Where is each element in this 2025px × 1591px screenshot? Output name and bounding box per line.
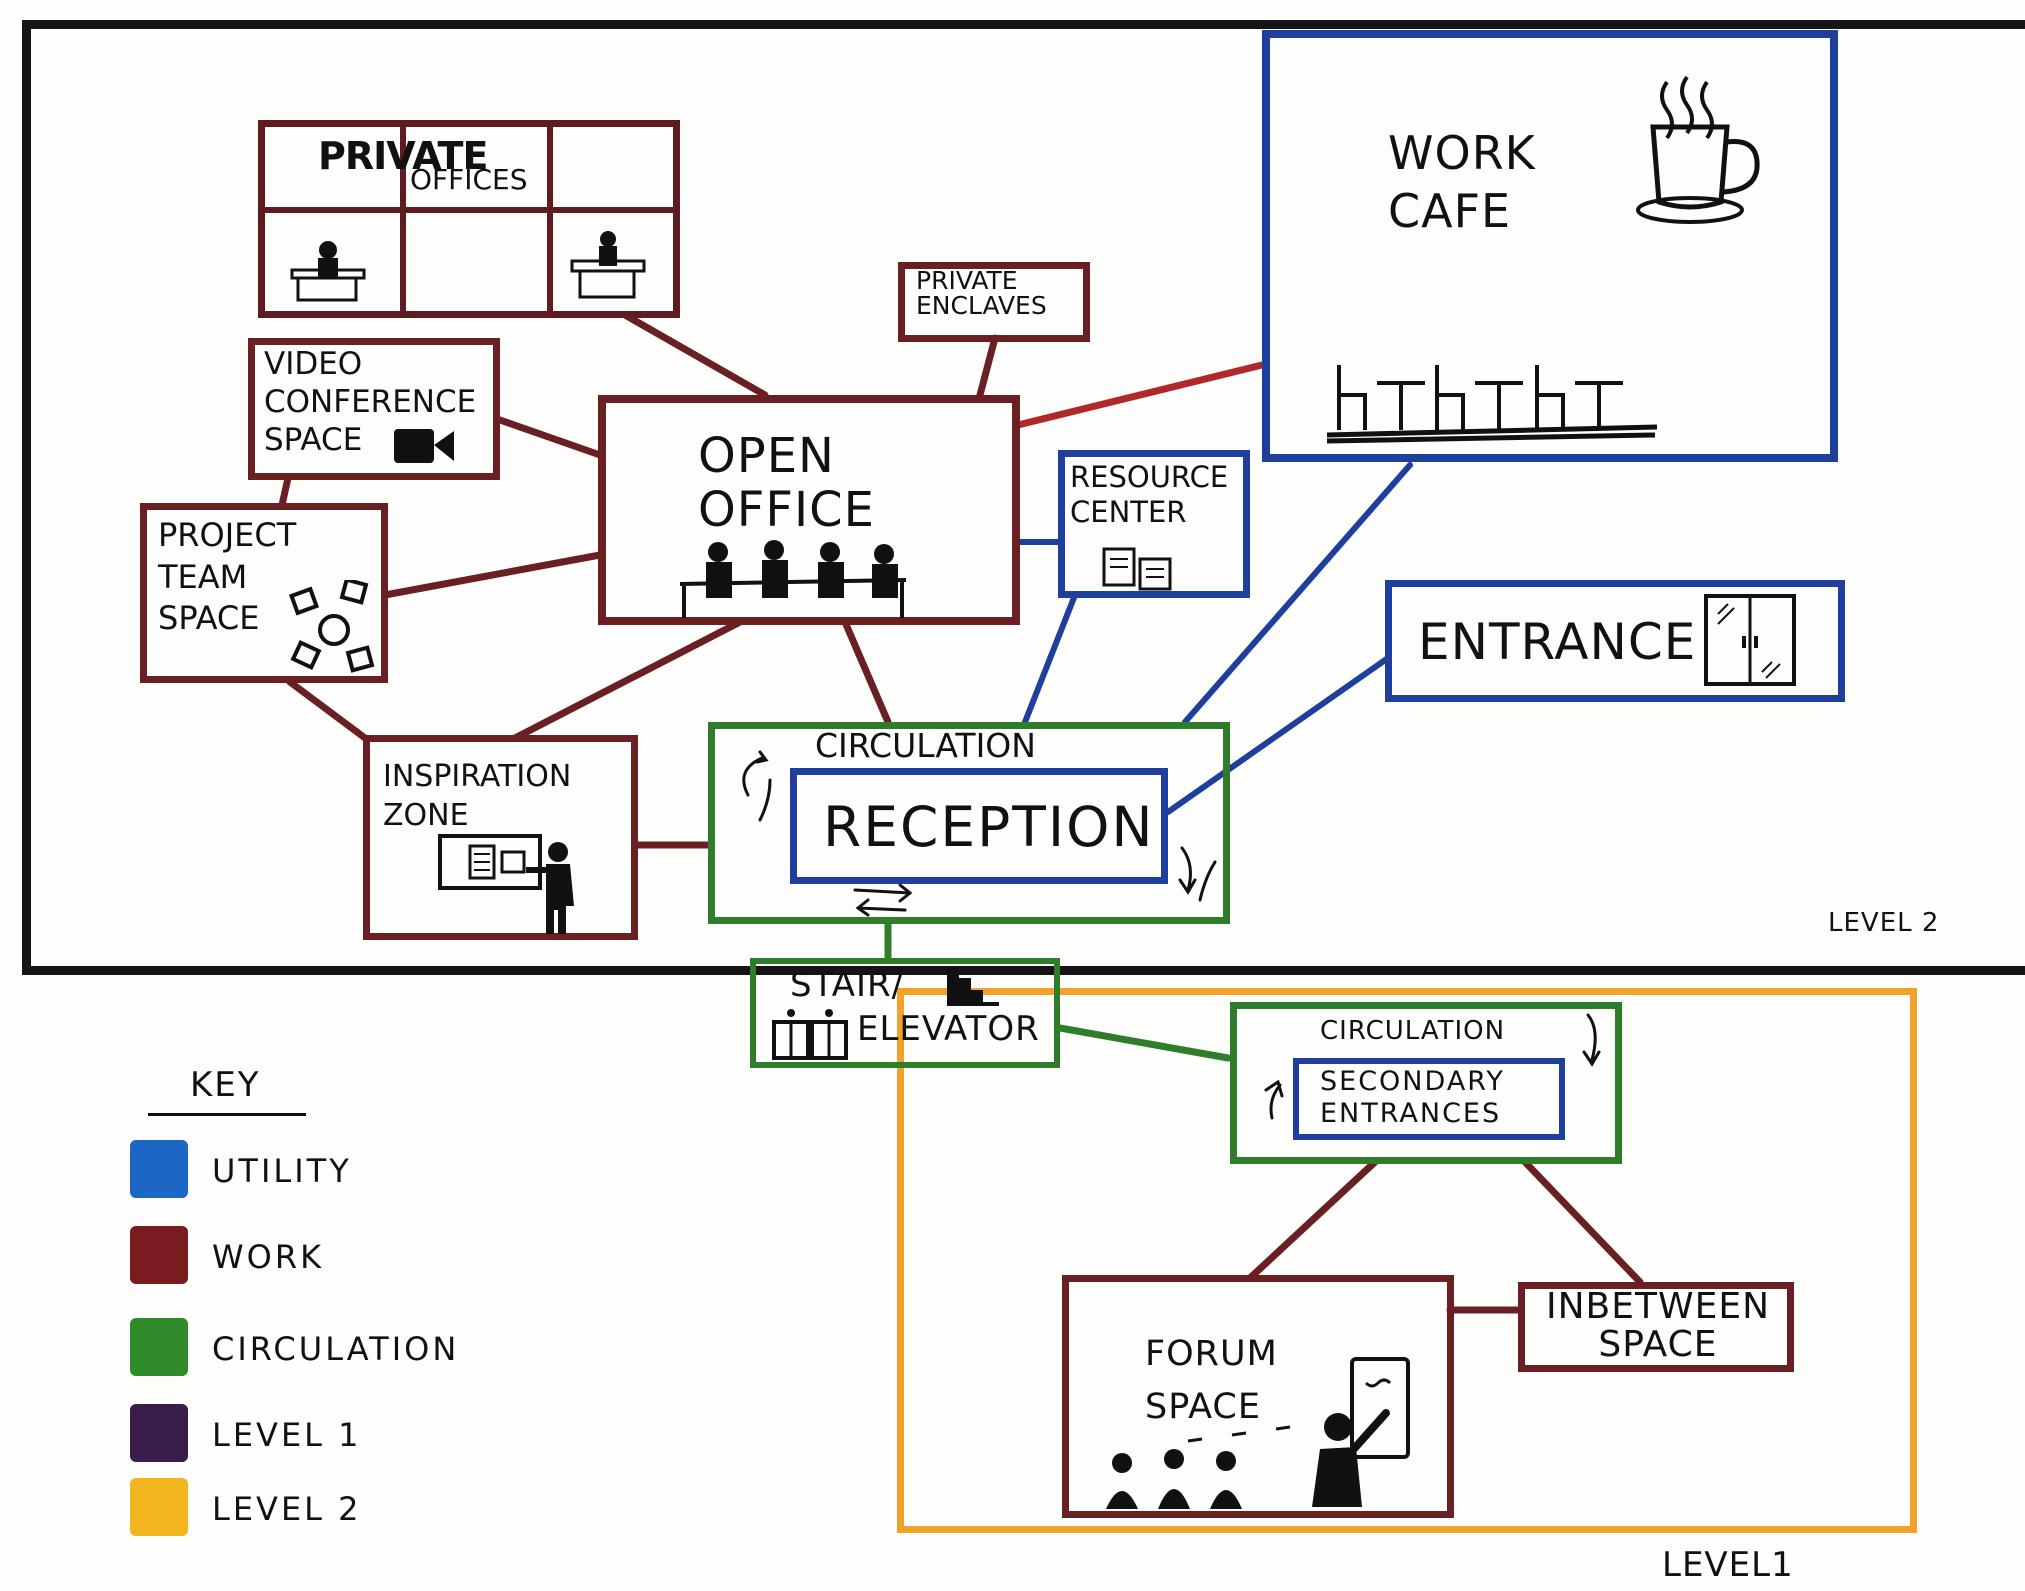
resource-center [1058, 450, 1250, 598]
circulation-swatch [130, 1318, 188, 1376]
circulation-arrow-icon [1582, 1013, 1601, 1067]
reception [790, 768, 1168, 884]
elevator-icon [772, 1009, 848, 1060]
open-office [598, 395, 1020, 625]
office-divider [262, 207, 676, 213]
office-divider [547, 124, 553, 314]
open-office-label: OPEN OFFICE [698, 428, 875, 538]
circulation-arrow-icon [1198, 860, 1217, 902]
inspiration-zone-label: INSPIRATION ZONE [383, 759, 572, 833]
circulation-upper [708, 722, 1230, 924]
key-item-circulation: CIRCULATION [130, 1318, 470, 1378]
level-1-boundary [897, 988, 1917, 1533]
key-label: WORK [212, 1238, 325, 1276]
link-enclaves-open-office [976, 334, 999, 399]
private-enclaves [898, 262, 1090, 342]
link-entrance-reception [1165, 655, 1391, 815]
circulation-arrow-icon [855, 898, 907, 917]
circulation-arrow-icon [853, 883, 913, 903]
level-1-swatch [130, 1404, 188, 1462]
circulation-upper-label: CIRCULATION [815, 726, 1036, 765]
key-label: CIRCULATION [212, 1330, 460, 1368]
inbetween-space [1518, 1282, 1794, 1372]
link-project-inspiration [286, 678, 369, 742]
resource-center-label: RESOURCE CENTER [1070, 460, 1229, 529]
circulation-arrow-icon [1264, 1079, 1284, 1120]
key-underline [148, 1113, 306, 1116]
inspiration-zone [363, 735, 638, 940]
link-workcafe-circulation [1182, 462, 1413, 725]
inbetween-space-label: INBETWEEN SPACE [1546, 1286, 1770, 1365]
audience-presenter-icon [1106, 1357, 1410, 1509]
circulation-arrow-icon [758, 778, 772, 822]
link-open-office-workcafe [1014, 361, 1266, 429]
secondary-entrances [1293, 1058, 1565, 1140]
circulation-arrow-icon [742, 750, 769, 797]
key-item-level-1: LEVEL 1 [130, 1404, 470, 1464]
stair-label: STAIR/ [790, 965, 905, 1005]
key-item-work: WORK [130, 1226, 470, 1286]
documents-icon [1102, 547, 1172, 591]
stair-elevator [750, 958, 1060, 1068]
link-stair-circulation-lower [1056, 1024, 1232, 1062]
secondary-entrances-label: SECONDARY ENTRANCES [1320, 1066, 1505, 1130]
forum-space-label: FORUM SPACE [1145, 1334, 1278, 1427]
desk-person-icon [290, 241, 366, 302]
level-2-swatch [130, 1478, 188, 1536]
circulation-arrow-icon [1178, 846, 1197, 895]
stairs-icon [947, 966, 999, 1006]
circulation-lower [1230, 1002, 1622, 1164]
key-title: KEY [190, 1065, 261, 1105]
level-2-label: LEVEL 2 [1828, 908, 1940, 938]
key-label: UTILITY [212, 1152, 352, 1190]
work-cafe [1262, 30, 1838, 462]
link-video-open-office [496, 416, 604, 459]
key-item-utility: UTILITY [130, 1140, 470, 1200]
key-label: LEVEL 2 [212, 1490, 362, 1528]
private-offices-label-a: PRIVATE [318, 134, 488, 178]
video-camera-icon [394, 429, 454, 463]
work-cafe-label: WORK CAFE [1388, 126, 1536, 238]
level-2-boundary [22, 20, 2025, 975]
private-enclaves-label: PRIVATE ENCLAVES [916, 266, 1047, 320]
level-1-label: LEVEL1 [1662, 1545, 1794, 1585]
utility-swatch [130, 1140, 188, 1198]
link-circulation-inbetween [1521, 1158, 1644, 1286]
door-icon [1704, 594, 1796, 686]
link-circulation-forum [1246, 1158, 1379, 1282]
workstation-people-icon [679, 540, 907, 618]
project-team-label: PROJECT TEAM SPACE [158, 516, 297, 638]
reception-label: RECEPTION [823, 795, 1155, 859]
circulation-lower-label: CIRCULATION [1320, 1016, 1506, 1046]
forum-space [1062, 1275, 1454, 1518]
coffee-cup-icon [1636, 75, 1760, 224]
link-video-project [278, 474, 292, 509]
link-private-offices-open-office [621, 311, 769, 399]
private-offices-label-b: OFFICES [410, 163, 528, 196]
team-table-icon [288, 580, 375, 673]
entrance-label: ENTRANCE [1418, 613, 1697, 671]
video-conference-space [248, 338, 500, 480]
presenter-board-icon [438, 834, 574, 934]
link-project-open-office [381, 551, 604, 599]
private-offices [258, 120, 680, 318]
link-resource-circulation [1022, 592, 1078, 725]
cafe-seating-icon [1326, 365, 1658, 444]
key-label: LEVEL 1 [212, 1416, 362, 1454]
office-divider [400, 124, 406, 314]
desk-person-icon [570, 231, 646, 299]
link-open-office-circulation [841, 618, 892, 726]
key-item-level-2: LEVEL 2 [130, 1478, 470, 1538]
link-inspiration-open-office [511, 618, 744, 742]
work-swatch [130, 1226, 188, 1284]
video-conference-label: VIDEO CONFERENCE SPACE [264, 346, 477, 458]
elevator-label: ELEVATOR [857, 1009, 1040, 1049]
entrance [1385, 580, 1845, 702]
project-team-space [140, 503, 388, 683]
